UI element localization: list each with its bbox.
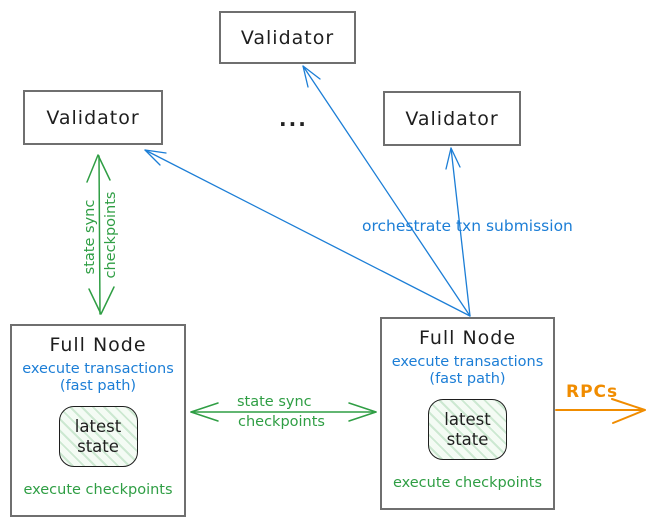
validator-left-label: Validator — [46, 106, 140, 129]
validator-box-right: Validator — [383, 91, 521, 146]
orchestrate-arrow-right-line — [450, 147, 471, 317]
full-node-right-execute-checkpoints: execute checkpoints — [392, 475, 543, 491]
validator-box-top: Validator — [219, 11, 356, 64]
orchestrate-arrow-top-line — [302, 65, 471, 317]
vertical-state-sync-label: state sync — [82, 199, 98, 275]
full-node-left-execute-checkpoints: execute checkpoints — [23, 482, 173, 498]
execute-transactions-line: execute transactions — [22, 361, 174, 377]
orchestrate-arrowhead-right — [445, 147, 461, 170]
state-sync-vertical-arrowhead-up — [86, 154, 111, 183]
full-node-box-right: Full Node execute transactions (fast pat… — [380, 317, 555, 510]
orchestrate-arrowhead-left — [144, 149, 167, 166]
fast-path-line: (fast path) — [59, 378, 137, 394]
orchestrate-arrowhead-top — [302, 65, 321, 88]
validator-right-label: Validator — [405, 107, 499, 130]
full-node-right-title: Full Node — [418, 327, 517, 349]
validator-box-left: Validator — [23, 90, 163, 145]
state-sync-horizontal-arrowhead-right — [348, 402, 377, 422]
latest-state-box-left: latest state — [58, 406, 138, 467]
full-node-left-title: Full Node — [49, 334, 147, 356]
horizontal-checkpoints-label: checkpoints — [238, 414, 325, 430]
rpc-arrowhead — [611, 398, 646, 424]
more-validators-ellipsis: ... — [279, 107, 308, 131]
fast-path-line: (fast path) — [429, 371, 506, 387]
latest-state-line2: state — [446, 429, 489, 449]
state-sync-horizontal-arrowhead-left — [190, 402, 219, 422]
orchestrate-arrow-left-line — [144, 149, 471, 317]
validator-top-label: Validator — [240, 26, 335, 49]
state-sync-vertical-arrow-line — [98, 155, 101, 315]
latest-state-line1: latest — [444, 409, 491, 429]
latest-state-box-right: latest state — [428, 399, 507, 460]
vertical-checkpoints-label: checkpoints — [103, 191, 119, 279]
latest-state-line2: state — [77, 436, 119, 456]
full-node-box-left: Full Node execute transactions (fast pat… — [10, 324, 186, 517]
full-node-left-execute-transactions: execute transactions (fast path) — [22, 361, 174, 395]
execute-transactions-line: execute transactions — [391, 354, 544, 370]
orchestrate-txn-submission-label: orchestrate txn submission — [362, 217, 573, 235]
rpcs-label: RPCs — [566, 382, 619, 402]
full-node-right-execute-transactions: execute transactions (fast path) — [392, 354, 544, 388]
state-sync-vertical-arrowhead-down — [88, 286, 115, 315]
latest-state-line1: latest — [74, 416, 122, 436]
horizontal-state-sync-label: state sync — [237, 394, 312, 410]
